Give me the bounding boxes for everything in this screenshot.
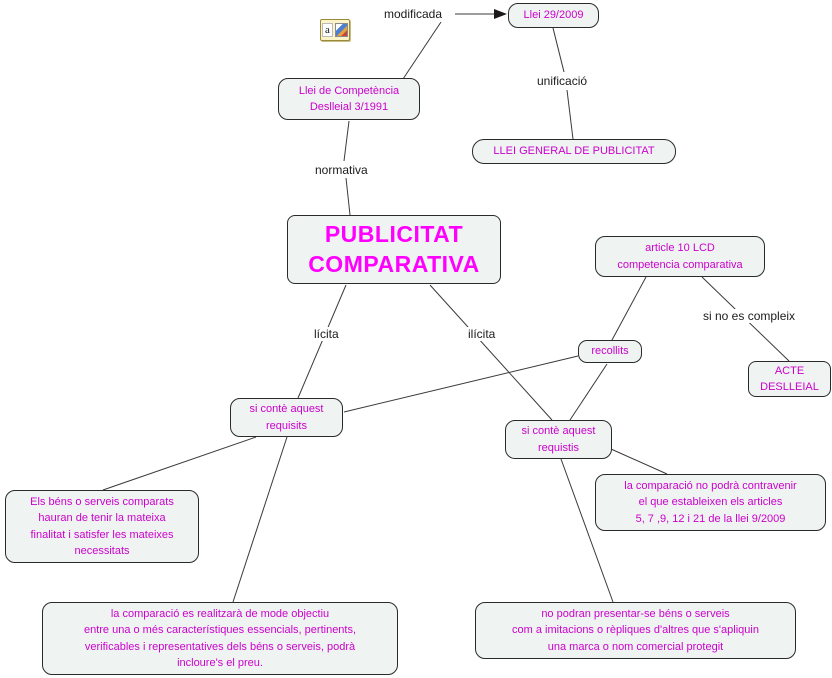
- link-label-si-no-es-compleix[interactable]: si no es compleix: [700, 309, 799, 323]
- node-publicitat-comparativa[interactable]: PUBLICITAT COMPARATIVA: [287, 215, 501, 284]
- node-label: recollits: [591, 345, 629, 358]
- node-no-imitacions-repliques[interactable]: no podran presentar-se béns o serveis co…: [475, 602, 796, 659]
- node-label: Llei 29/2009: [523, 9, 584, 22]
- node-label: article 10 LCD competencia comparativa: [617, 242, 743, 271]
- resource-icon[interactable]: a: [320, 19, 350, 41]
- link-label-licita[interactable]: lícita: [311, 327, 342, 341]
- node-si-conte-aquest-requistis[interactable]: si contè aquest requistis: [505, 420, 612, 459]
- resource-icon-letter: a: [322, 23, 333, 37]
- node-bens-o-serveis-comparats[interactable]: Els béns o serveis comparats hauran de t…: [5, 490, 199, 563]
- link-label-ilicita[interactable]: ilícita: [465, 327, 499, 341]
- node-si-conte-aquest-requisits[interactable]: si contè aquest requisits: [230, 398, 343, 437]
- node-acte-deslleial[interactable]: ACTE DESLLEIAL: [748, 361, 831, 397]
- node-label: si contè aquest requisits: [249, 403, 324, 432]
- node-llei-general-de-publicitat[interactable]: LLEI GENERAL DE PUBLICITAT: [472, 139, 676, 164]
- node-comparacio-no-contravenir[interactable]: la comparació no podrà contravenir el qu…: [595, 474, 826, 531]
- node-article-10-lcd[interactable]: article 10 LCD competencia comparativa: [595, 236, 765, 277]
- connectors: [102, 13, 790, 603]
- link-label-modificada[interactable]: modificada: [381, 7, 446, 21]
- node-recollits[interactable]: recollits: [578, 340, 642, 363]
- node-comparacio-mode-objectiu[interactable]: la comparació es realitzarà de mode obje…: [42, 602, 398, 675]
- node-llei-competencia-deslleial[interactable]: Llei de Competència Deslleial 3/1991: [278, 78, 420, 120]
- arrowhead-icon: [494, 9, 507, 19]
- node-label: la comparació es realitzarà de mode obje…: [83, 607, 357, 670]
- node-label: LLEI GENERAL DE PUBLICITAT: [493, 145, 655, 158]
- node-llei-29-2009[interactable]: Llei 29/2009: [508, 3, 599, 28]
- node-label: si contè aquest requistis: [521, 425, 596, 454]
- node-label: no podran presentar-se béns o serveis co…: [512, 607, 759, 653]
- node-label: ACTE DESLLEIAL: [760, 364, 819, 394]
- link-label-normativa[interactable]: normativa: [312, 163, 371, 177]
- main-topic-label: PUBLICITAT COMPARATIVA: [308, 220, 480, 277]
- resource-icon-picture: [334, 23, 348, 37]
- node-label: Els béns o serveis comparats hauran de t…: [30, 495, 174, 558]
- link-label-unificacio[interactable]: unificació: [534, 74, 591, 88]
- node-label: la comparació no podrà contravenir el qu…: [624, 479, 797, 525]
- node-label: Llei de Competència Deslleial 3/1991: [298, 84, 400, 114]
